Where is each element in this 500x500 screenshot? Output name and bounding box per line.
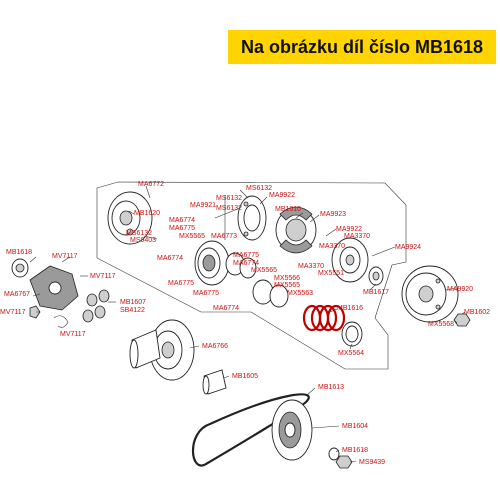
label-ma6774-a: MA6774 — [169, 217, 195, 224]
variator-drive-face — [194, 240, 230, 286]
assembly-frame-outline — [96, 181, 407, 370]
label-ma9922: MA9922 — [269, 192, 295, 199]
small-bolt-left — [29, 305, 41, 319]
label-ma6775-b: MA6775 — [233, 252, 259, 259]
label-mx5565-b: MX5565 — [251, 267, 277, 274]
label-mb1613: MB1613 — [318, 384, 344, 391]
hub-bearing — [368, 266, 384, 286]
retaining-clip — [53, 315, 69, 328]
label-mx5564: MX5564 — [338, 350, 364, 357]
label-ma3370-b: MA3370 — [319, 243, 345, 250]
ring-set-a — [225, 252, 289, 308]
clutch-plate — [107, 191, 153, 245]
label-ma6766: MA6766 — [202, 343, 228, 350]
label-ms9403: MS9403 — [130, 237, 156, 244]
label-ma9922-b: MA9922 — [336, 226, 362, 233]
label-mv7117-d: MV7117 — [60, 331, 86, 338]
label-mx5565-c: MX5565 — [274, 282, 300, 289]
part-number-banner: Na obrázku díl číslo MB1618 — [228, 30, 496, 64]
label-ms6132-b: MS6132 — [246, 185, 272, 192]
clutch-spring — [302, 304, 346, 332]
label-ma6767: MA6767 — [4, 291, 30, 298]
label-mb1610: MB1610 — [275, 206, 301, 213]
label-ma6774-c: MA6774 — [233, 260, 259, 267]
label-ma9921: MA9921 — [190, 202, 216, 209]
label-ma6774-b: MA6774 — [157, 255, 183, 262]
variator-ramp-plate — [29, 265, 79, 311]
label-ma6772: MA6772 — [138, 181, 164, 188]
label-ma6775-d: MA6775 — [193, 290, 219, 297]
clutch-bell — [401, 265, 459, 323]
clutch-backing-plate — [237, 195, 267, 241]
label-mb1618-b: MB1618 — [342, 447, 368, 454]
label-ma6775-c: MA6775 — [168, 280, 194, 287]
label-mx5568: MX5568 — [428, 321, 454, 328]
label-mb1605: MB1605 — [232, 373, 258, 380]
spring-collar — [341, 321, 363, 347]
movable-drive-face — [149, 319, 195, 381]
label-mb1604: MB1604 — [342, 423, 368, 430]
left-seal — [11, 258, 29, 278]
label-ma6774-d: MA6774 — [213, 305, 239, 312]
label-ms9439: MS9439 — [359, 459, 385, 466]
label-mb1616: MB1616 — [337, 305, 363, 312]
drive-sleeve — [129, 329, 161, 369]
label-mb1620: MB1620 — [134, 210, 160, 217]
label-mx5565-a: MX5565 — [179, 233, 205, 240]
label-mx5551: MX5551 — [318, 270, 344, 277]
bushing — [202, 369, 227, 395]
label-mb1617: MB1617 — [363, 289, 389, 296]
label-ma6773: MA6773 — [211, 233, 237, 240]
label-mx5563: MX5563 — [287, 290, 313, 297]
label-mx5566: MX5566 — [274, 275, 300, 282]
label-ma3370-c: MA3370 — [298, 263, 324, 270]
label-ma9920: MA9920 — [447, 286, 473, 293]
label-ma3370-a: MA3370 — [344, 233, 370, 240]
fan-washer — [328, 447, 340, 461]
roller-weights — [82, 289, 110, 323]
label-ms6132-d: MS6132 — [216, 205, 242, 212]
leader-lines — [29, 185, 466, 463]
label-ma6775-a: MA6775 — [169, 225, 195, 232]
fan-drive-face — [271, 399, 313, 461]
label-sb4122: SB4122 — [120, 307, 145, 314]
label-mb1618-a: MB1618 — [6, 249, 32, 256]
label-ms6132-c: MS6132 — [216, 195, 242, 202]
clutch-shoe-assembly — [275, 206, 317, 254]
label-mv7117-c: MV7117 — [0, 309, 26, 316]
label-mv7117-a: MV7117 — [52, 253, 78, 260]
label-ms6132-a: MS6132 — [126, 230, 152, 237]
label-ma9923: MA9923 — [320, 211, 346, 218]
label-ma9924: MA9924 — [395, 244, 421, 251]
clutch-hub — [331, 237, 369, 283]
label-mb1602: MB1602 — [464, 309, 490, 316]
fan-nut — [335, 455, 353, 469]
label-mv7117-b: MV7117 — [90, 273, 116, 280]
label-mb1607: MB1607 — [120, 299, 146, 306]
